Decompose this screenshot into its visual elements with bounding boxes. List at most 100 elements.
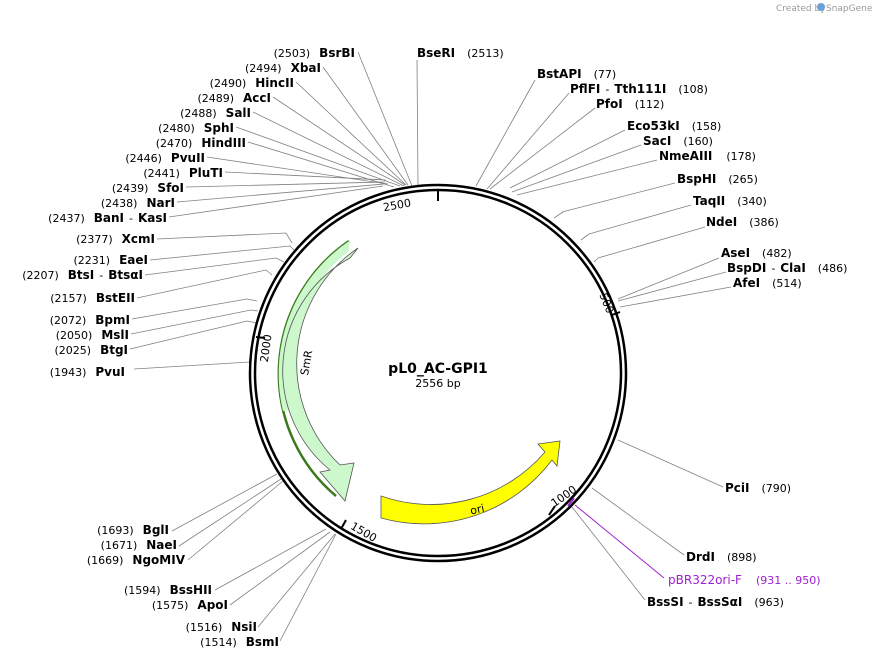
- leader-nsii: [257, 533, 336, 628]
- site-asei[interactable]: AseI(482): [721, 246, 792, 260]
- site-nari[interactable]: (2438)NarI: [101, 196, 175, 210]
- primer-mark: [567, 497, 575, 507]
- leader-xbai: [322, 66, 409, 186]
- site-bsshii[interactable]: (1594)BssHII: [124, 583, 212, 597]
- site-bsssi-bsssai[interactable]: BssSI-BssSαI(963): [647, 595, 784, 609]
- leader-bspdi: [617, 271, 727, 302]
- site-pflfi-tth111i[interactable]: PflFI-Tth111I(108): [570, 82, 708, 96]
- leader-asei: [617, 257, 720, 300]
- left-sites: (2503)BsrBI (2494)XbaI (2490)HincII (248…: [22, 46, 355, 649]
- leader-eco53ki: [509, 129, 626, 189]
- tick-1500: [340, 519, 347, 530]
- leader-sali: [252, 111, 405, 187]
- site-bseri[interactable]: BseRI(2513): [417, 46, 504, 60]
- site-eco53ki[interactable]: Eco53kI(158): [627, 119, 721, 133]
- site-bgli[interactable]: (1693)BglI: [97, 523, 169, 537]
- leader-lines: [129, 51, 732, 642]
- site-bspdi-clai[interactable]: BspDI-ClaI(486): [727, 261, 847, 275]
- site-sfoi[interactable]: (2439)SfoI: [112, 181, 184, 195]
- leader-ndei: [597, 226, 706, 259]
- leader-msli: [130, 309, 259, 335]
- leader-bsssi: [571, 506, 646, 601]
- credit-prefix: Created by: [776, 4, 826, 14]
- leader-bpmi: [131, 298, 258, 320]
- leader-drdi: [591, 487, 685, 556]
- leader-apoi: [229, 531, 331, 606]
- site-nmeaiii[interactable]: NmeAIII(178): [659, 149, 756, 163]
- site-pvui[interactable]: (1943)PvuI: [50, 365, 125, 379]
- leader-pflfi: [486, 92, 570, 190]
- leader-saci: [511, 144, 642, 193]
- leader-bsphi: [561, 182, 676, 213]
- site-xcmi[interactable]: (2377)XcmI: [76, 232, 155, 246]
- leader-pvuii: [206, 156, 389, 185]
- leader-bsteii: [136, 269, 273, 299]
- leader-naei: [178, 478, 282, 547]
- smr-arrow: [282, 247, 359, 502]
- leader-bsmi: [279, 533, 337, 642]
- leader-sphi: [235, 126, 401, 187]
- tick-label-2000: 2000: [258, 333, 275, 363]
- leader-sfoi: [185, 181, 386, 188]
- site-sphi[interactable]: (2480)SphI: [158, 121, 234, 135]
- site-hindiii[interactable]: (2470)HindIII: [156, 136, 246, 150]
- site-btgi[interactable]: (2025)BtgI: [54, 343, 128, 357]
- leader-pvui: [133, 361, 251, 370]
- site-sali[interactable]: (2488)SalI: [180, 106, 251, 120]
- plasmid-length: 2556 bp: [415, 377, 460, 390]
- leader-nmeaiii: [516, 159, 658, 196]
- site-bsphi[interactable]: BspHI(265): [677, 172, 758, 186]
- right-sites: BseRI(2513) BstAPI(77) PflFI-Tth111I(108…: [417, 46, 847, 609]
- site-btsi-btsai[interactable]: (2207)BtsI-BtsαI: [22, 268, 143, 282]
- site-saci[interactable]: SacI(160): [643, 134, 713, 148]
- leader-pfoi: [489, 107, 596, 190]
- leader-eaei: [149, 245, 295, 261]
- leader-bsphi-end: [553, 211, 564, 219]
- tick-1000: [548, 505, 556, 516]
- snapgene-logo-icon: [817, 3, 825, 11]
- site-bsteii[interactable]: (2157)BstEII: [50, 291, 135, 305]
- site-apoi[interactable]: (1575)ApoI: [152, 598, 228, 612]
- site-naei[interactable]: (1671)NaeI: [101, 538, 177, 552]
- site-nsii[interactable]: (1516)NsiI: [186, 620, 257, 634]
- site-eaei[interactable]: (2231)EaeI: [74, 253, 148, 267]
- leader-ngomiv: [187, 480, 284, 561]
- leader-hincii: [295, 81, 407, 186]
- site-bsrbi[interactable]: (2503)BsrBI: [274, 46, 355, 60]
- smr-feature[interactable]: SmR: [277, 239, 359, 502]
- site-afei[interactable]: AfeI(514): [733, 276, 802, 290]
- leader-nari: [176, 183, 385, 203]
- leader-afei: [619, 286, 732, 308]
- snapgene-credit: Created by SnapGene: [776, 3, 873, 14]
- site-bstapi[interactable]: BstAPI(77): [537, 67, 616, 81]
- site-bsmi[interactable]: (1514)BsmI: [200, 635, 279, 649]
- leader-bstapi: [475, 79, 536, 187]
- site-pfoi[interactable]: PfoI(112): [596, 97, 664, 111]
- backbone-outer-ring: [248, 183, 628, 563]
- leader-xcmi: [156, 232, 293, 244]
- site-bani-kasi[interactable]: (2437)BanI-KasI: [48, 211, 167, 225]
- leader-bseri: [416, 59, 419, 187]
- site-ngomiv[interactable]: (1669)NgoMIV: [87, 553, 186, 567]
- site-pvuii[interactable]: (2446)PvuII: [125, 151, 205, 165]
- site-drdi[interactable]: DrdI(898): [686, 550, 757, 564]
- primer-pbr322ori-f[interactable]: pBR322ori-F(931 .. 950): [668, 573, 821, 587]
- site-ndei[interactable]: NdeI(386): [706, 215, 779, 229]
- tick-label-500: 500: [596, 291, 616, 315]
- site-pluti[interactable]: (2441)PluTI: [143, 166, 223, 180]
- site-xbai[interactable]: (2494)XbaI: [245, 61, 321, 75]
- site-acci[interactable]: (2489)AccI: [197, 91, 271, 105]
- site-hincii[interactable]: (2490)HincII: [210, 76, 294, 90]
- tick-2000: [255, 336, 266, 339]
- site-pcii[interactable]: PciI(790): [725, 481, 791, 495]
- site-taqii[interactable]: TaqII(340): [693, 194, 767, 208]
- site-bpmi[interactable]: (2072)BpmI: [50, 313, 130, 327]
- ori-feature[interactable]: ori: [380, 440, 561, 525]
- leader-taqii: [588, 204, 692, 235]
- smr-label: SmR: [298, 349, 315, 377]
- leader-bsshii: [214, 528, 327, 591]
- tick-label-2500: 2500: [382, 196, 412, 214]
- leader-btsi: [144, 257, 285, 276]
- leader-kasi: [168, 185, 384, 218]
- site-msli[interactable]: (2050)MslI: [56, 328, 129, 342]
